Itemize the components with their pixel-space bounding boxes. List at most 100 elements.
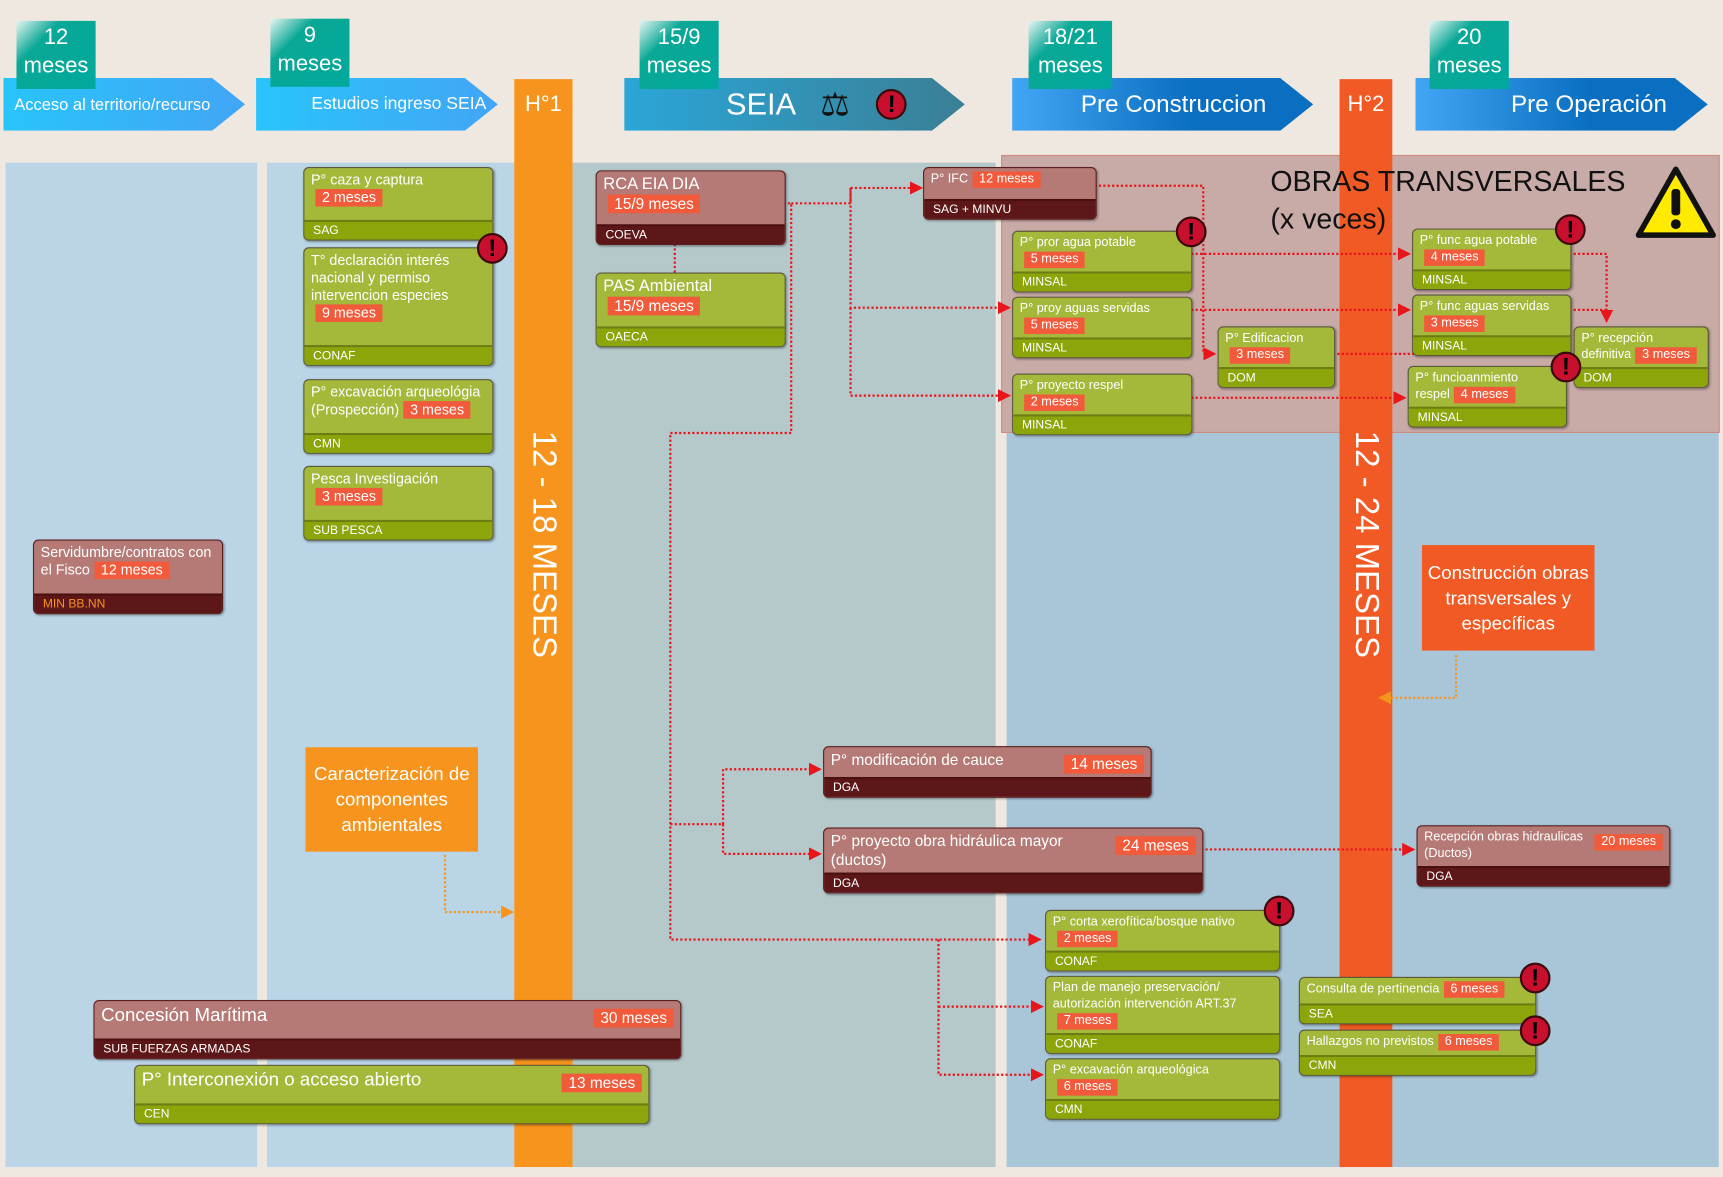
card-title: P° corta xerofítica/bosque nativo bbox=[1052, 915, 1235, 929]
duration-badge: 7 meses bbox=[1057, 1013, 1119, 1030]
agency-label: SAG + MINVU bbox=[924, 198, 1096, 219]
agency-label: SUB FUERZAS ARMADAS bbox=[94, 1038, 681, 1059]
permit-card: P° proy aguas servidas5 meses MINSAL bbox=[1012, 296, 1193, 359]
agency-label: SAG bbox=[304, 219, 493, 240]
agency-label: CEN bbox=[135, 1103, 649, 1124]
duration-badge: 3 meses bbox=[1424, 315, 1486, 332]
agency-label: CONAF bbox=[304, 345, 493, 365]
duration-badge: 6 meses bbox=[1057, 1079, 1119, 1096]
card-body: P° pror agua potable5 meses bbox=[1013, 232, 1191, 272]
card-title: Plan de manejo preservación/ autorizació… bbox=[1052, 981, 1237, 1011]
permit-card: P° func agua potable4 meses MINSAL! bbox=[1412, 214, 1586, 291]
agency-label: SEA bbox=[1299, 1003, 1536, 1024]
permit-card: P° corta xerofítica/bosque nativo2 meses… bbox=[1045, 895, 1295, 972]
duration-badge: 15/9 meses bbox=[607, 194, 701, 214]
alert-icon: ! bbox=[1519, 1015, 1551, 1047]
permit-card: P° excavación arqueológia (Prospección)3… bbox=[303, 379, 494, 454]
agency-label: CMN bbox=[304, 432, 493, 453]
card-title: T° declaración interés nacional y permis… bbox=[310, 251, 450, 304]
card-title: Concesión Marítima bbox=[101, 1004, 268, 1026]
agency-label: COEVA bbox=[596, 224, 785, 244]
duration-badge: 5 meses bbox=[1024, 251, 1086, 269]
card-body: P° func aguas servidas3 meses bbox=[1413, 296, 1570, 336]
duration-badge: 15/9 meses bbox=[607, 296, 701, 316]
permit-card: P° proyecto respel2 meses MINSAL bbox=[1012, 373, 1193, 436]
permit-card: P° pror agua potable5 meses MINSAL! bbox=[1012, 216, 1207, 293]
card-body: PAS Ambiental15/9 meses bbox=[597, 274, 785, 327]
card-body: P° func agua potable4 meses bbox=[1413, 230, 1570, 270]
agency-label: CONAF bbox=[1046, 950, 1280, 971]
agency-label: MINSAL bbox=[1013, 337, 1192, 358]
card-title: P° excavación arqueológica bbox=[1052, 1063, 1209, 1077]
obras-heading: OBRAS TRANSVERSALES (x veces) bbox=[1270, 163, 1625, 238]
card-title: P° pror agua potable bbox=[1019, 236, 1136, 250]
agency-label: CMN bbox=[1299, 1054, 1536, 1075]
permit-card: P° caza y captura2 meses SAG bbox=[303, 167, 494, 241]
card-title: Recepción obras hidraulicas (Ductos) bbox=[1424, 830, 1583, 861]
card-title: P° proy aguas servidas bbox=[1019, 302, 1150, 316]
phase-label: Acceso al territorio/recurso bbox=[14, 95, 211, 114]
permit-card: P° func aguas servidas3 meses MINSAL bbox=[1412, 294, 1572, 357]
column-acceso bbox=[5, 162, 258, 1168]
card-title: P° func aguas servidas bbox=[1419, 299, 1550, 314]
milestone-span: 12 - 18 MESES bbox=[525, 430, 563, 658]
alert-icon: ! bbox=[1554, 214, 1586, 246]
card-body: Plan de manejo preservación/ autorizació… bbox=[1046, 977, 1279, 1033]
note-caracterizacion: Caracterización de componentes ambiental… bbox=[305, 747, 479, 852]
agency-label: MINSAL bbox=[1413, 335, 1571, 355]
gavel-icon: ⚖ bbox=[820, 86, 850, 123]
phase-label: SEIA bbox=[725, 86, 797, 121]
agency-label: MINSAL bbox=[1013, 414, 1192, 435]
phase-duration: 9 meses bbox=[270, 18, 350, 87]
milestone-label: H°2 bbox=[1347, 92, 1385, 117]
permit-card: PAS Ambiental15/9 meses OAECA bbox=[595, 272, 786, 348]
agency-label: DOM bbox=[1574, 367, 1708, 387]
agency-label: MIN BB.NN bbox=[34, 593, 222, 614]
duration-badge: 5 meses bbox=[1024, 317, 1086, 335]
duration-badge: 3 meses bbox=[403, 401, 471, 419]
card-body: P° proyecto respel2 meses bbox=[1013, 375, 1191, 415]
card-title: P° funcioanmiento respel bbox=[1415, 371, 1519, 402]
obras-title: OBRAS TRANSVERSALES bbox=[1270, 164, 1626, 198]
card-title: PAS Ambiental bbox=[603, 276, 713, 296]
agency-label: MINSAL bbox=[1413, 269, 1571, 290]
card-title: P° IFC bbox=[930, 172, 969, 186]
duration-badge: 2 meses bbox=[1024, 394, 1086, 411]
permit-card: P° Edificacion3 meses DOM bbox=[1217, 326, 1336, 388]
card-title: P° Interconexión o acceso abierto bbox=[141, 1069, 422, 1091]
permit-card: RCA EIA DIA15/9 meses COEVA bbox=[595, 170, 786, 246]
agency-label: MINSAL bbox=[1408, 406, 1566, 427]
milestone-h1: H°1 12 - 18 MESES bbox=[514, 79, 573, 1168]
phase-duration: 18/21 meses bbox=[1028, 20, 1113, 90]
permit-card: P° excavación arqueológica6 meses CMN bbox=[1045, 1058, 1281, 1120]
alert-icon: ! bbox=[876, 89, 907, 120]
warning-icon bbox=[1635, 166, 1716, 238]
phase-duration: 15/9 meses bbox=[639, 20, 719, 90]
permit-card: Plan de manejo preservación/ autorizació… bbox=[1045, 975, 1281, 1054]
permit-card: T° declaración interés nacional y permis… bbox=[303, 232, 508, 366]
card-title: Consulta de pertinencia bbox=[1306, 982, 1440, 996]
alert-icon: ! bbox=[476, 232, 508, 264]
duration-badge: 14 meses bbox=[1064, 754, 1144, 774]
card-body: T° declaración interés nacional y permis… bbox=[304, 248, 492, 345]
phase-label: Estudios ingreso SEIA bbox=[311, 94, 487, 114]
milestone-span: 12 - 24 MESES bbox=[1348, 430, 1385, 658]
duration-badge: 3 meses bbox=[1229, 347, 1291, 364]
duration-badge: 24 meses bbox=[1115, 836, 1196, 855]
obras-subtitle: (x veces) bbox=[1270, 202, 1387, 236]
